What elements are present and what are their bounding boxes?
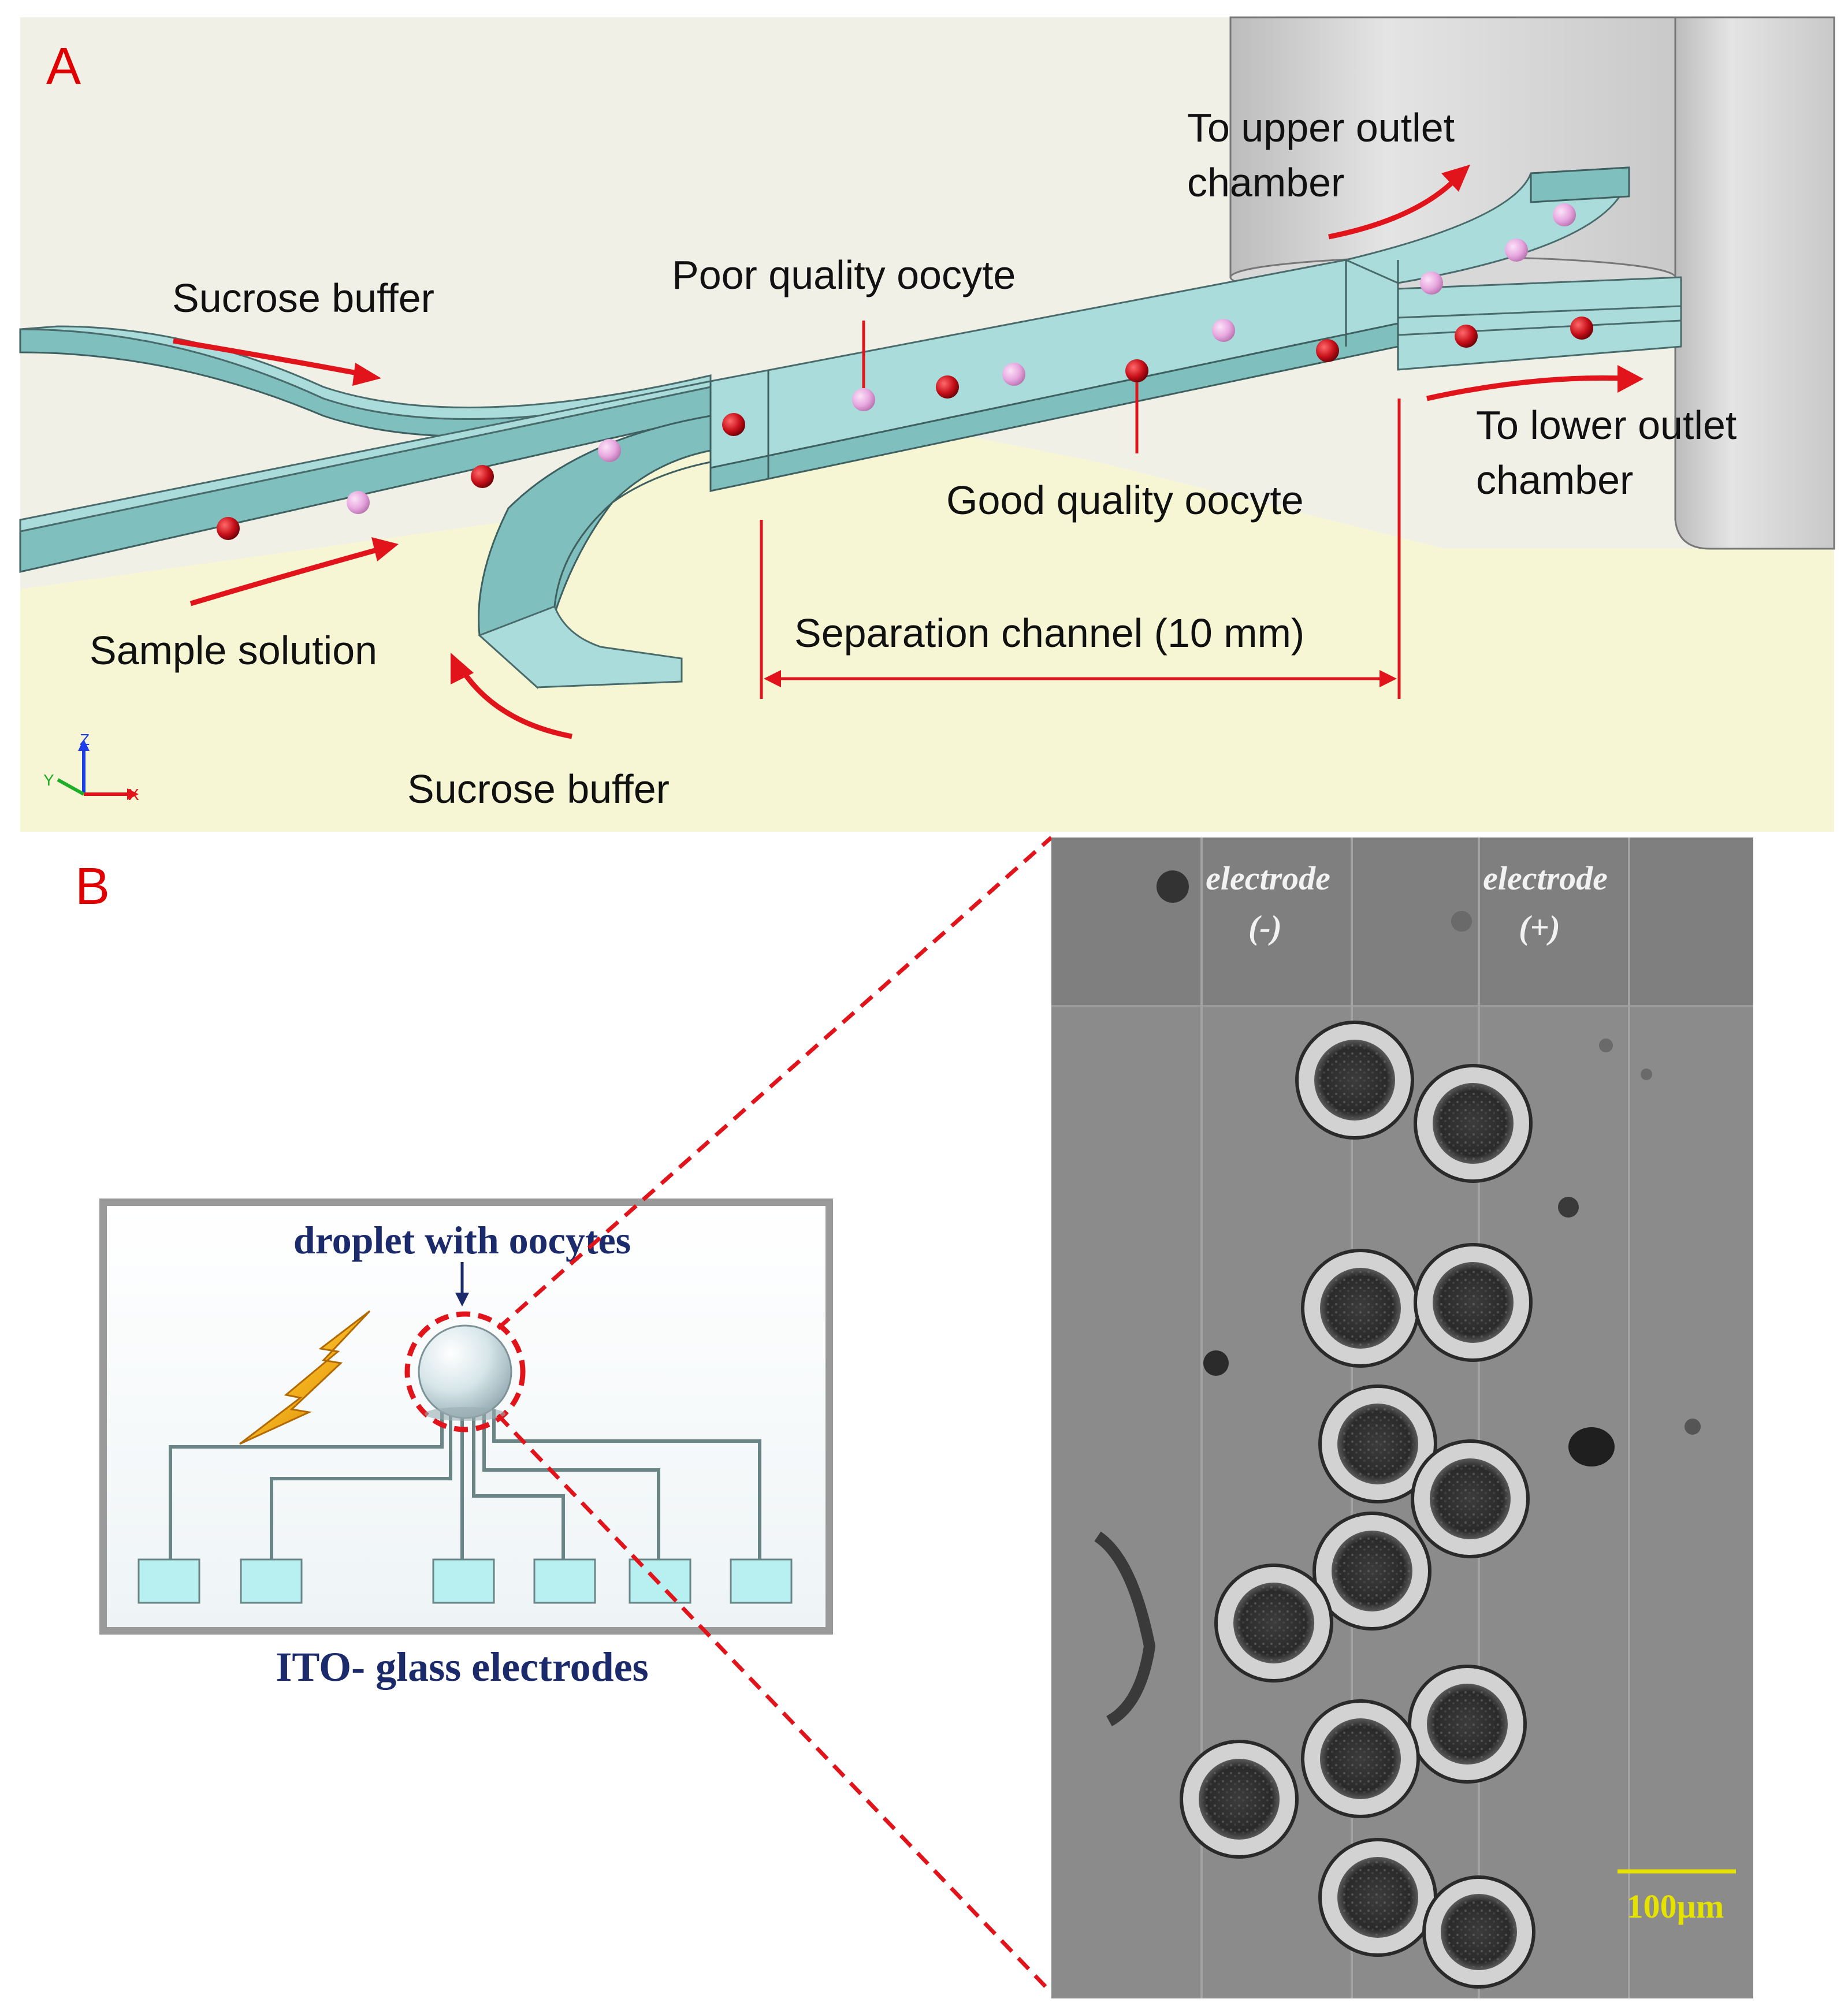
label-separation-channel: Separation channel (10 mm) [794, 611, 1304, 656]
poor-oocyte [1212, 319, 1235, 342]
flow-arrows [173, 165, 1644, 739]
axis-z-label: Z [80, 731, 90, 749]
micrograph: electrode (-) electrode (+) 100µm [1051, 838, 1753, 1998]
droplet-highlight-ring [404, 1311, 526, 1432]
zoom-line-upper [496, 836, 1053, 1330]
label-to-upper-outlet-2: chamber [1187, 160, 1344, 205]
oocyte-cell [1318, 1384, 1437, 1503]
poor-oocyte [1505, 239, 1528, 262]
panel-b-letter: B [75, 858, 110, 915]
oocyte-cell [1301, 1249, 1420, 1368]
separation-dimension [760, 399, 1401, 699]
electrode-pads [137, 1558, 793, 1604]
good-oocyte [1316, 339, 1339, 362]
oocyte-cell [1301, 1699, 1420, 1818]
electrode-neg-label: electrode [1206, 859, 1330, 897]
good-oocyte [722, 413, 745, 436]
oocyte-cell [1180, 1740, 1299, 1859]
floor-plane [20, 404, 1834, 832]
label-to-lower-outlet: To lower outlet [1476, 403, 1737, 448]
good-oocyte [1455, 325, 1478, 348]
zoom-line-lower [496, 1413, 1053, 1994]
microfluidic-channel [19, 166, 1682, 689]
panel-a-letter: A [46, 38, 81, 95]
voltage-bolt-icon [239, 1310, 371, 1445]
good-oocyte [217, 517, 240, 540]
electrode-pos-sign: (+) [1519, 909, 1560, 946]
good-oocyte [1570, 317, 1593, 340]
label-poor-quality-oocyte: Poor quality oocyte [672, 252, 1016, 297]
poor-oocyte [347, 491, 370, 514]
electrode-wiring [169, 1409, 761, 1559]
arrow-sucrose-top [173, 338, 370, 378]
label-good-quality-oocyte: Good quality oocyte [946, 478, 1304, 523]
electrode-pos-label: electrode [1483, 859, 1608, 897]
scale-bar-label: 100µm [1627, 1888, 1724, 1925]
poor-oocyte [852, 388, 875, 411]
poor-oocyte [1553, 203, 1576, 226]
oocyte-cell [1318, 1838, 1437, 1957]
axis-x-label: X [128, 786, 139, 803]
droplet-label: droplet with oocytes [293, 1218, 631, 1262]
good-oocyte [936, 375, 959, 399]
oocyte-markers [217, 203, 1593, 540]
oocyte-cell [1422, 1875, 1535, 1989]
label-to-upper-outlet: To upper outlet [1187, 105, 1455, 150]
poor-oocyte [1002, 363, 1025, 386]
oocyte-cell [1411, 1439, 1530, 1558]
label-sample-solution: Sample solution [90, 628, 377, 673]
label-sucrose-buffer-bottom: Sucrose buffer [407, 766, 670, 812]
good-oocyte [1125, 359, 1148, 382]
lower-outlet-cylinder [1674, 16, 1835, 550]
oocyte-cell [1414, 1243, 1533, 1362]
oocyte-cell [1295, 1021, 1414, 1140]
arrow-upper-outlet [1328, 177, 1458, 240]
oocyte-cell [1214, 1564, 1333, 1683]
arrow-sucrose-bottom [460, 668, 572, 739]
good-oocyte [471, 465, 494, 488]
arrow-lower-outlet [1426, 375, 1624, 401]
arrow-sample [189, 546, 382, 606]
electrodes-label: ITO- glass electrodes [276, 1644, 648, 1690]
electrode-neg-sign: (-) [1248, 909, 1282, 946]
droplet [418, 1324, 512, 1419]
label-to-lower-outlet-2: chamber [1476, 457, 1633, 502]
oocyte-cell [1414, 1064, 1533, 1183]
panel-a: Z Y X A To upper outlet chamber Sucrose … [19, 16, 1835, 832]
axis-triad: Z Y X [43, 731, 139, 803]
label-sucrose-buffer-top: Sucrose buffer [172, 276, 434, 321]
poor-oocyte [598, 439, 621, 462]
oocyte-cells [1180, 1021, 1535, 1989]
poor-oocyte [1420, 271, 1443, 295]
oocyte-cell [1408, 1665, 1527, 1784]
electrode-schematic: droplet with oocytes [99, 1198, 833, 1690]
oocyte-cell [1312, 1512, 1431, 1631]
panel-b: B droplet with oocytes [75, 836, 1753, 1998]
axis-y-label: Y [43, 771, 54, 789]
